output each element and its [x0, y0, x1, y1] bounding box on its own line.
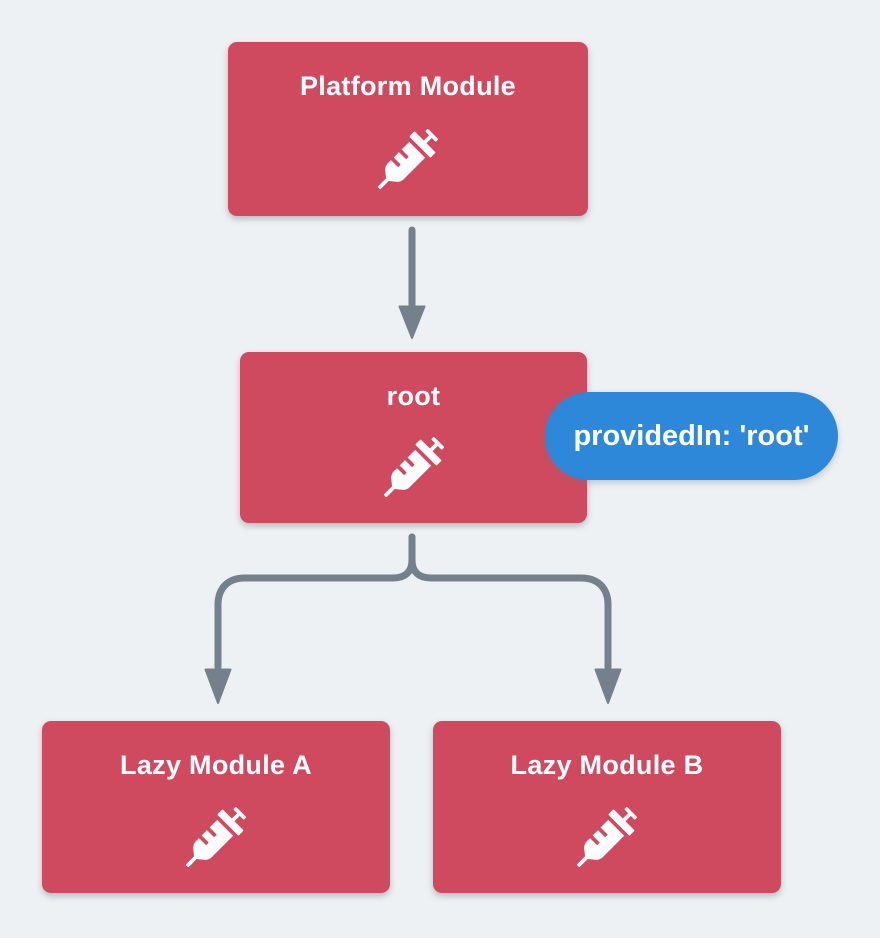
node-platform-module-label: Platform Module	[299, 71, 516, 101]
syringe-icon	[240, 411, 587, 523]
edge-root-to-lazy-b	[408, 533, 622, 704]
syringe-icon	[42, 780, 390, 893]
provided-in-badge: providedIn: 'root'	[545, 392, 838, 480]
node-lazy-module-a: Lazy Module A	[42, 721, 390, 893]
node-root-injector: root	[240, 352, 587, 523]
node-root-injector-label: root	[386, 381, 441, 411]
node-lazy-module-b: Lazy Module B	[433, 721, 781, 893]
syringe-icon	[228, 101, 588, 216]
node-lazy-module-b-label: Lazy Module B	[510, 750, 704, 780]
node-lazy-module-a-label: Lazy Module A	[120, 750, 312, 780]
edge-platform-to-root	[398, 226, 426, 339]
provided-in-badge-label: providedIn: 'root'	[573, 419, 810, 452]
edge-root-to-lazy-a	[204, 533, 416, 704]
node-platform-module: Platform Module	[228, 42, 588, 216]
syringe-icon	[433, 780, 781, 893]
